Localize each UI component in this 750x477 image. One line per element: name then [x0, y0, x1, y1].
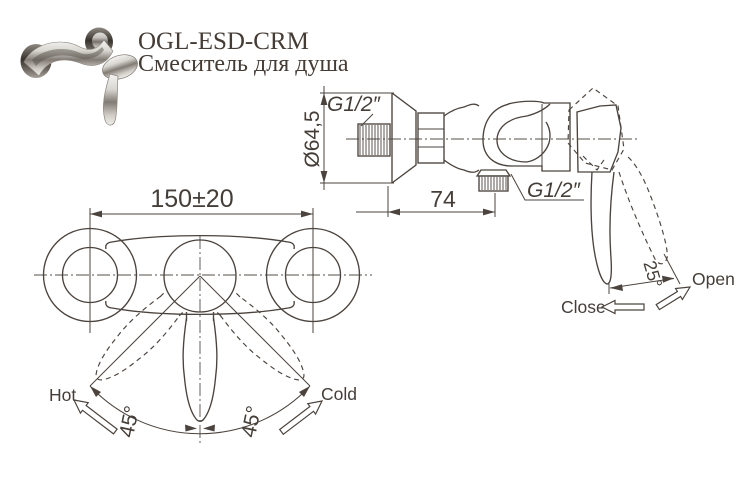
photo-body-shadow: [32, 47, 104, 66]
handle-front-dashed-left: [95, 292, 184, 381]
arc-arrow-right-end: [299, 386, 310, 397]
depth-dimension-label: 74: [430, 186, 456, 212]
depth-dimension: 74: [356, 186, 496, 217]
shower-outlet-thread: [475, 169, 512, 192]
thread-size-top-label: G1/2″: [327, 93, 382, 116]
width-dimension-label: 150±20: [150, 185, 233, 213]
side-connector: [443, 103, 480, 173]
hot-direction-arrow: [72, 399, 118, 435]
front-45-line-right: [199, 275, 311, 387]
product-photo: [20, 27, 138, 126]
front-valve-circle: [163, 239, 237, 313]
left-angle-label: 45°: [115, 404, 144, 440]
handle-front-solid: [182, 312, 218, 422]
side-body: [482, 100, 571, 172]
arc-arrow-left-end: [90, 386, 101, 397]
front-body-top-edge: [111, 234, 289, 243]
front-45-line-left: [89, 275, 201, 387]
cold-label: Cold: [321, 384, 357, 404]
side-view: Ø64,5 G1/2″ 74 G1/2″ 25°: [301, 86, 735, 317]
diameter-dimension-label: Ø64,5: [301, 110, 324, 167]
open-angle-dimension: 25°: [608, 253, 681, 294]
front-body-bottom-edge: [111, 307, 289, 316]
product-name: Смеситель для душа: [138, 51, 349, 77]
hot-label: Hot: [49, 385, 76, 405]
diameter-dimension: Ø64,5: [301, 86, 394, 190]
arc-arrow-bottom-left: [185, 424, 197, 432]
photo-body-arm: [23, 39, 114, 77]
right-angle-label: 45°: [237, 404, 266, 440]
photo-lever: [103, 73, 119, 126]
close-direction-arrow: [600, 299, 645, 315]
side-escutcheon: [391, 92, 417, 184]
open-label: Open: [692, 269, 735, 289]
close-label: Close: [561, 297, 606, 317]
front-view: 150±20 Hot Cold 45° 45°: [34, 185, 372, 444]
cold-direction-arrow: [278, 400, 324, 436]
product-code: OGL-ESD-CRM: [138, 28, 309, 55]
thread-size-bottom-label: G1/2″: [527, 179, 582, 202]
width-dimension: 150±20: [89, 185, 314, 333]
thread-size-bottom: G1/2″: [510, 173, 584, 202]
handle-front-dashed-right: [216, 292, 305, 381]
handle-side-solid: [576, 104, 622, 285]
front-body-end-curls: [105, 241, 295, 309]
arc-arrow-bottom-right: [203, 424, 215, 432]
front-45-arc: [89, 385, 311, 435]
wall-inlet-thread: [357, 123, 391, 157]
open-direction-arrow: [655, 286, 692, 311]
thread-size-top: G1/2″: [327, 93, 382, 127]
handle-side-dashed: [567, 87, 668, 265]
side-nut: [417, 112, 445, 164]
photo-valve-cap: [102, 54, 138, 80]
